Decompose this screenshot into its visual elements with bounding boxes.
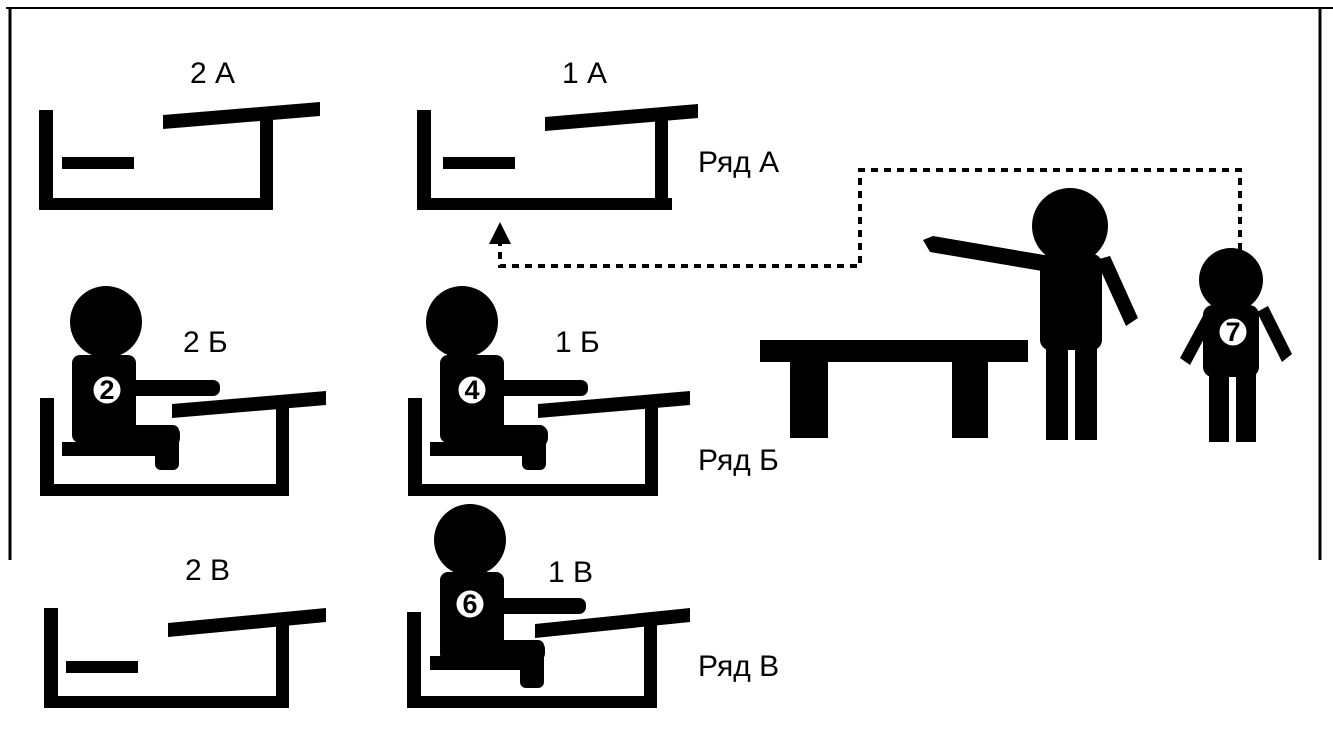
desk-1v-label: 1 В [548, 556, 593, 589]
chair-2b [40, 398, 288, 496]
desk-2b: 2 Б 2 [40, 286, 326, 496]
standing-student-7: 7 [1180, 248, 1292, 442]
seated-student-6: 6 [434, 504, 586, 688]
school-desk-2v [168, 608, 326, 708]
school-desk-2a [163, 102, 320, 210]
teacher-figure [923, 188, 1138, 440]
desk-1v: 1 В 6 Ряд В [407, 504, 779, 708]
student-7-number: 7 [1225, 317, 1240, 347]
empty-chair-2a [39, 110, 271, 210]
seated-student-4: 4 [426, 286, 588, 470]
seated-student-2: 2 [70, 286, 220, 470]
student-4-number: 4 [464, 375, 479, 405]
school-desk-1a [545, 104, 698, 210]
walking-path [489, 168, 1242, 268]
arrow-up-icon [489, 222, 511, 244]
teacher-desk [760, 340, 1028, 438]
desk-2v-label: 2 В [185, 554, 230, 587]
row-b-label: Ряд Б [698, 444, 779, 477]
frame [6, 7, 1333, 560]
desk-1a-label: 1 А [562, 57, 607, 90]
desk-2a-label: 2 А [190, 57, 235, 90]
school-desk-1v [535, 608, 690, 708]
row-v-label: Ряд В [698, 650, 779, 683]
empty-chair-2v [44, 608, 288, 708]
desk-1a: 1 А Ряд А [417, 57, 779, 210]
row-a-label: Ряд А [698, 146, 779, 179]
desk-2b-label: 2 Б [183, 326, 228, 359]
desk-2v: 2 В [44, 554, 326, 708]
desk-1b: 1 Б 4 Ряд Б [408, 286, 779, 496]
school-desk-2b [172, 391, 326, 496]
student-2-number: 2 [99, 375, 114, 405]
student-6-number: 6 [462, 589, 477, 619]
desk-2a: 2 А [39, 57, 320, 210]
school-desk-1b [538, 391, 690, 496]
empty-chair-1a [417, 110, 672, 210]
desk-1b-label: 1 Б [555, 326, 600, 359]
